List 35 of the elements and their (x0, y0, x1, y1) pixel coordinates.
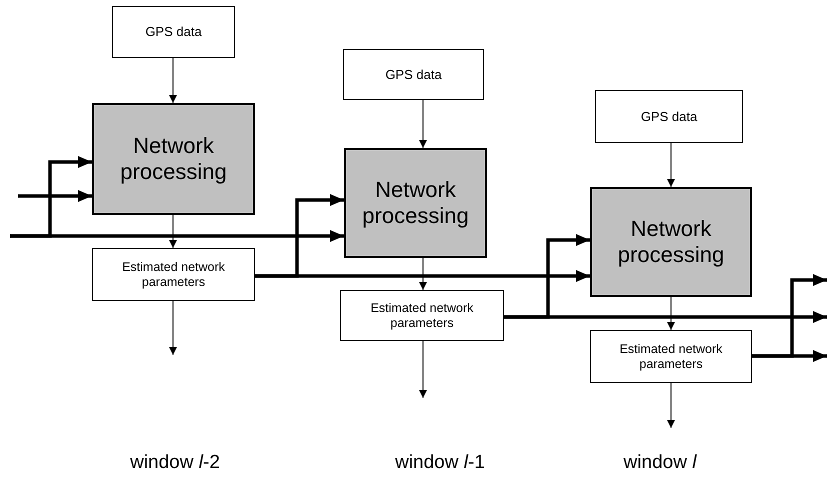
arrow (10, 230, 344, 242)
arrow (169, 214, 177, 248)
arrow (169, 58, 177, 104)
arrow (752, 350, 827, 362)
arrow (667, 382, 675, 428)
arrow (255, 270, 590, 282)
box-label: GPS data (144, 24, 203, 40)
arrow (419, 100, 427, 148)
input-box (112, 6, 235, 58)
process-box (344, 148, 487, 258)
arrow (419, 340, 427, 398)
box-label: Estimated network parameters (370, 300, 474, 330)
window-caption: window l (624, 452, 696, 474)
box-label: Network processing (361, 176, 470, 230)
output-box (340, 290, 504, 341)
input-box (595, 90, 743, 143)
arrow (667, 142, 675, 188)
box-label: Estimated network parameters (618, 342, 724, 372)
box-label: GPS data (384, 66, 443, 82)
window-caption: window l-2 (130, 452, 220, 474)
output-box (590, 330, 752, 383)
box-label: Estimated network parameters (121, 260, 226, 290)
box-label: Network processing (119, 132, 228, 186)
arrow (504, 311, 827, 323)
output-box (92, 248, 255, 301)
window-caption: window l-1 (395, 452, 485, 474)
box-label: Network processing (616, 216, 726, 268)
box-label: GPS data (640, 108, 698, 124)
input-box (343, 49, 484, 100)
arrow (169, 300, 177, 356)
arrow (18, 190, 92, 202)
arrow (667, 296, 675, 330)
process-box (590, 187, 752, 297)
process-box (92, 103, 255, 215)
arrow (419, 258, 427, 290)
